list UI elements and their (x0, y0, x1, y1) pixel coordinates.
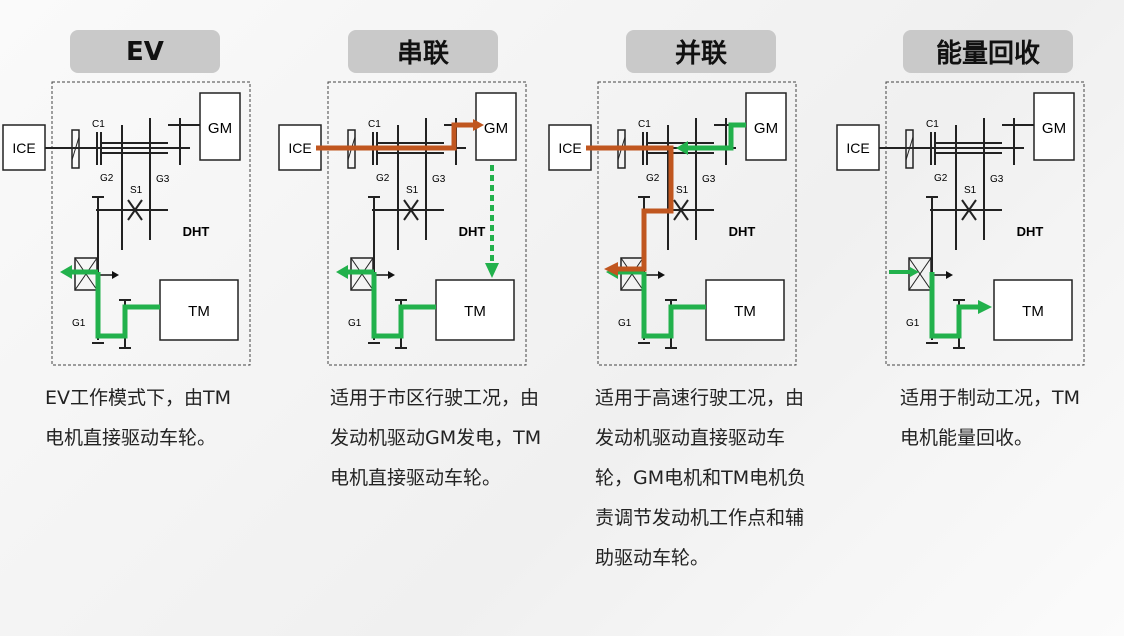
tm-box (159, 279, 239, 341)
svg-text:G1: G1 (72, 318, 86, 329)
svg-text:C1: C1 (926, 119, 939, 130)
svg-text:G2: G2 (100, 173, 114, 184)
tm-box (993, 279, 1073, 341)
svg-text:S1: S1 (676, 185, 689, 196)
ice-box (836, 124, 880, 171)
svg-text:DHT: DHT (729, 224, 756, 239)
ice-label: ICE (558, 140, 581, 156)
svg-text:DHT: DHT (183, 224, 210, 239)
gm-box (199, 92, 241, 161)
svg-text:S1: S1 (130, 185, 143, 196)
svg-text:G3: G3 (432, 174, 446, 185)
desc-regen: 适用于制动工况，TM电机能量回收。 (900, 387, 1080, 449)
svg-text:G3: G3 (156, 174, 170, 185)
svg-text:G3: G3 (990, 174, 1004, 185)
ice-label: ICE (846, 140, 869, 156)
svg-text:TM: TM (464, 303, 486, 320)
svg-text:C1: C1 (92, 119, 105, 130)
svg-text:GM: GM (754, 120, 778, 137)
svg-text:G2: G2 (646, 173, 660, 184)
title-regen: 能量回收 (903, 30, 1073, 73)
svg-text:DHT: DHT (459, 224, 486, 239)
svg-text:GM: GM (484, 120, 508, 137)
svg-text:G1: G1 (906, 318, 920, 329)
desc-parallel: 适用于高速行驶工况，由发动机驱动直接驱动车轮，GM电机和TM电机负责调节发动机工… (595, 387, 807, 569)
svg-text:GM: GM (208, 120, 232, 137)
svg-text:DHT: DHT (1017, 224, 1044, 239)
title-parallel: 并联 (626, 30, 776, 73)
desc-series: 适用于市区行驶工况，由发动机驱动GM发电，TM电机直接驱动车轮。 (330, 387, 542, 489)
tm-box (435, 279, 515, 341)
svg-text:G3: G3 (702, 174, 716, 185)
svg-text:TM: TM (188, 303, 210, 320)
desc-ev: EV工作模式下，由TM电机直接驱动车轮。 (45, 387, 232, 449)
svg-text:G1: G1 (348, 318, 362, 329)
tm-box (705, 279, 785, 341)
gm-box (1033, 92, 1075, 161)
gm-box (475, 92, 517, 161)
svg-text:G2: G2 (376, 173, 390, 184)
title-ev: EV (70, 30, 220, 73)
ice-box (278, 124, 322, 171)
svg-text:C1: C1 (638, 119, 651, 130)
svg-text:G1: G1 (618, 318, 632, 329)
svg-text:S1: S1 (964, 185, 977, 196)
svg-text:TM: TM (1022, 303, 1044, 320)
svg-text:GM: GM (1042, 120, 1066, 137)
svg-text:S1: S1 (406, 185, 419, 196)
ice-box (2, 124, 46, 171)
svg-text:C1: C1 (368, 119, 381, 130)
svg-text:G2: G2 (934, 173, 948, 184)
title-series: 串联 (348, 30, 498, 73)
ice-label: ICE (12, 140, 35, 156)
svg-text:TM: TM (734, 303, 756, 320)
ice-label: ICE (288, 140, 311, 156)
